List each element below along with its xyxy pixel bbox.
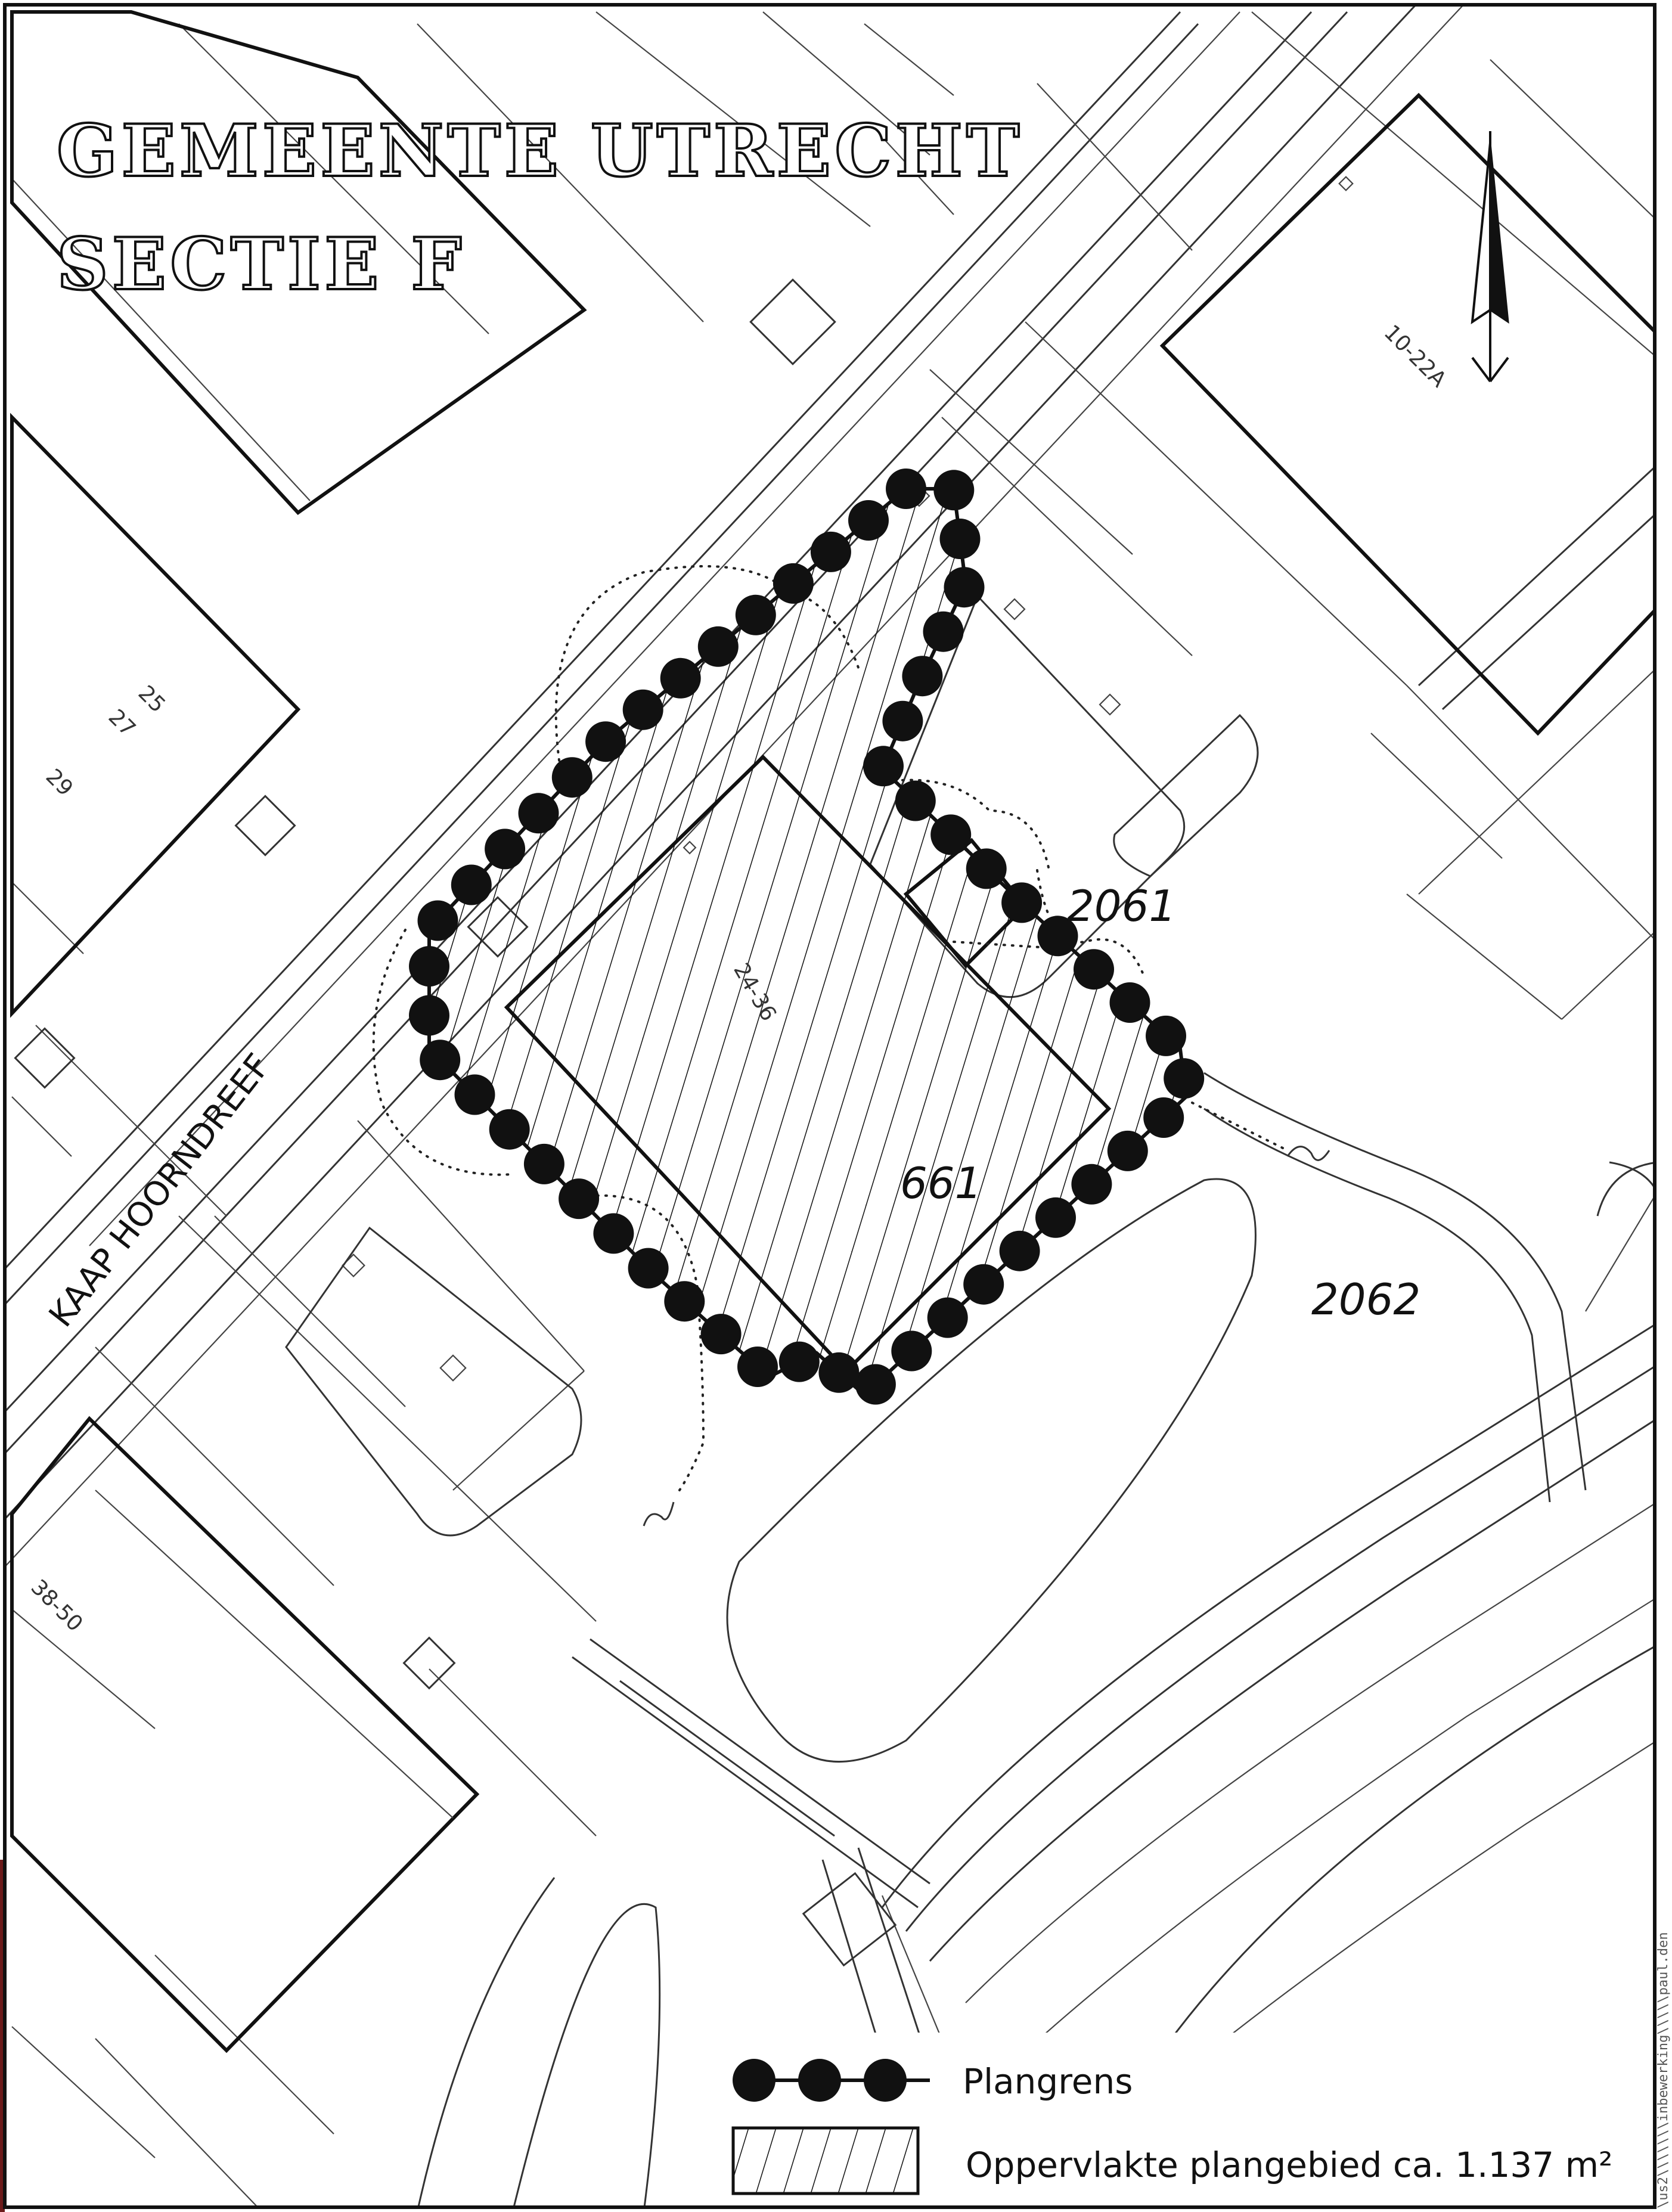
boundary-dot xyxy=(700,1314,742,1355)
boundary-dot xyxy=(551,757,593,798)
boundary-dot xyxy=(1035,1197,1076,1238)
boundary-dot xyxy=(778,1341,820,1382)
boundary-dot xyxy=(1001,882,1043,923)
boundary-dot xyxy=(855,1364,896,1405)
boundary-dot xyxy=(902,656,943,697)
boundary-dot xyxy=(559,1178,600,1220)
legend-area-swatch xyxy=(731,2126,920,2195)
boundary-dot xyxy=(523,1143,564,1184)
boundary-dot xyxy=(999,1230,1040,1271)
boundary-dot xyxy=(773,563,814,604)
boundary-dot xyxy=(628,1248,669,1289)
boundary-dot xyxy=(664,1281,705,1322)
boundary-dot xyxy=(622,689,663,730)
road-edges xyxy=(5,5,1465,1568)
boundary-dot xyxy=(697,626,739,667)
boundary-dot xyxy=(1107,1130,1148,1171)
boundary-dot xyxy=(895,780,936,821)
map-title-line2: SECTIE F xyxy=(57,222,466,306)
boundary-dot xyxy=(420,1040,461,1081)
parcel-number: 661 xyxy=(900,1158,982,1208)
parcel-number: 2062 xyxy=(1311,1274,1420,1324)
boundary-dot xyxy=(485,829,526,870)
map-frame xyxy=(3,3,1657,2209)
boundary-dot xyxy=(593,1213,634,1254)
boundary-dot xyxy=(451,864,492,905)
boundary-dot xyxy=(930,814,972,855)
boundary-dot xyxy=(810,531,851,572)
boundary-dot xyxy=(1164,1058,1205,1099)
boundary-dot xyxy=(737,1347,778,1387)
lot-boundaries xyxy=(11,11,1655,2207)
parcel-number: 2061 xyxy=(1067,881,1176,931)
boundary-dot xyxy=(848,500,889,541)
building-38-50 xyxy=(10,1416,480,2053)
boundary-dot xyxy=(1109,982,1150,1023)
boundary-dot xyxy=(818,1352,860,1393)
boundary-dot xyxy=(489,1109,530,1150)
boundary-dot xyxy=(417,900,458,941)
boundary-dot xyxy=(966,848,1007,889)
boundary-dot xyxy=(1071,1164,1112,1205)
boundary-dot xyxy=(863,746,904,787)
left-border-strip xyxy=(0,1860,5,2212)
boundary-dot xyxy=(1074,949,1114,990)
north-arrow-icon xyxy=(1471,131,1509,383)
boundary-dot xyxy=(660,657,701,699)
file-path-note: \us2\\\\\\\inbewerking\\\\\paul.den xyxy=(1656,1932,1671,2208)
boundary-dot xyxy=(518,793,559,834)
building-10-22a xyxy=(1159,92,1655,736)
tree-symbol xyxy=(643,1501,675,1527)
boundary-dot xyxy=(939,519,981,559)
plan-boundary-dots xyxy=(409,469,1205,1405)
boundary-dot xyxy=(454,1074,495,1115)
boundary-dot xyxy=(1143,1097,1184,1138)
boundary-dot xyxy=(1037,916,1078,957)
boundary-dot xyxy=(891,1330,932,1372)
boundary-dot xyxy=(882,700,923,742)
boundary-dot xyxy=(409,946,449,987)
map-title-line1: GEMEENTE UTRECHT xyxy=(57,109,1023,193)
legend-plangrens-symbol xyxy=(733,2059,930,2102)
boundary-dot xyxy=(923,611,964,652)
boundary-dot xyxy=(585,721,626,762)
legend-area-label: Oppervlakte plangebied ca. 1.137 m² xyxy=(966,2145,1612,2185)
building-left xyxy=(10,412,301,1018)
boundary-dot xyxy=(927,1297,968,1338)
legend: Plangrens Oppervlakte plangebied ca. 1.1… xyxy=(703,2033,1656,2211)
tree-symbol xyxy=(1286,1146,1330,1161)
boundary-dot xyxy=(944,567,985,608)
building-top-left xyxy=(10,10,587,515)
boundary-dot xyxy=(1146,1015,1186,1056)
boundary-dot xyxy=(963,1264,1004,1305)
boundary-dot xyxy=(735,594,776,635)
boundary-dot xyxy=(933,470,975,511)
legend-plangrens-label: Plangrens xyxy=(963,2061,1133,2102)
boundary-dot xyxy=(886,469,926,509)
boundary-dot xyxy=(409,995,449,1036)
